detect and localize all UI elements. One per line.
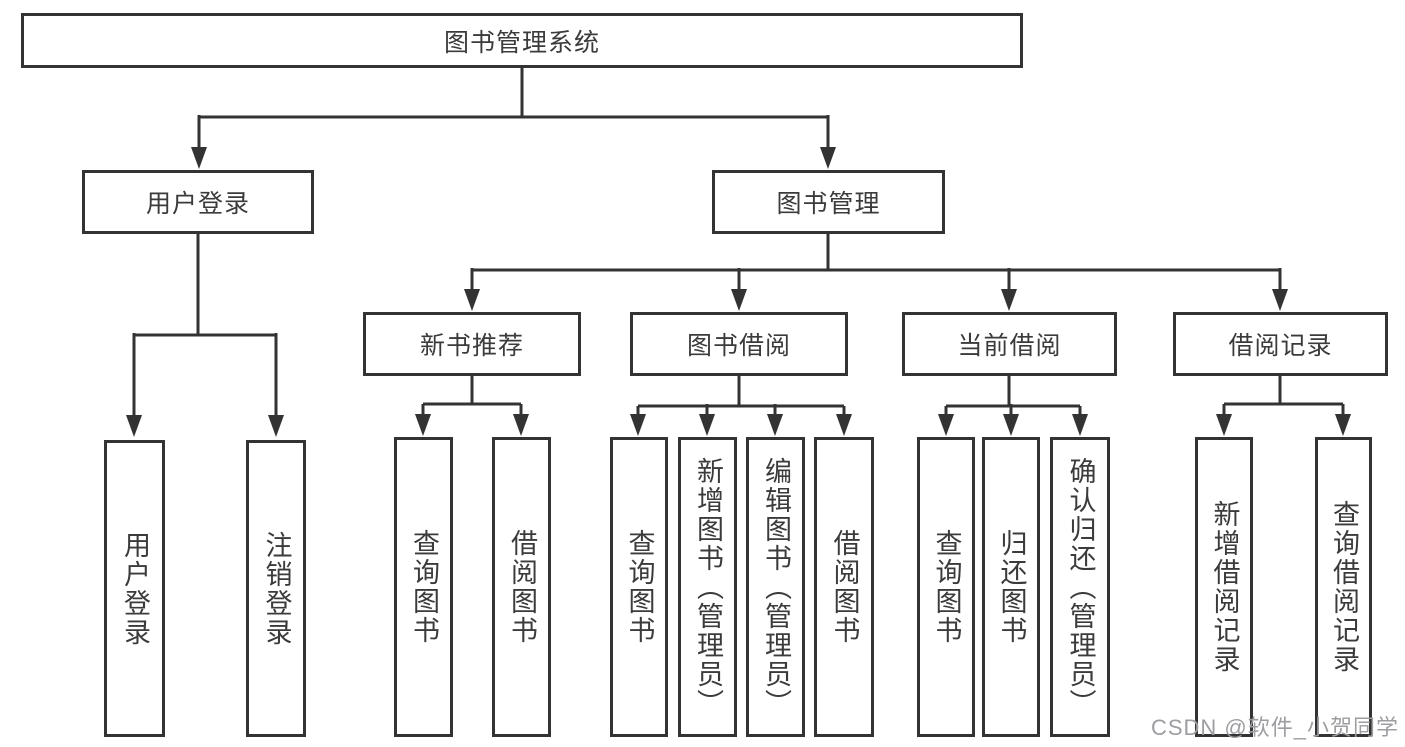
node-book-management: 图书管理 <box>712 170 945 234</box>
leaf-borrowing-borrow-books: 借阅图书 <box>814 437 874 737</box>
leaf-current-confirm-return-admin: 确认归还（管理员） <box>1050 437 1110 737</box>
node-book-borrowing: 图书借阅 <box>630 312 848 376</box>
node-new-book-recommend: 新书推荐 <box>363 312 581 376</box>
arrowheads <box>126 147 1351 437</box>
leaf-records-add-borrow-record: 新增借阅记录 <box>1195 437 1253 737</box>
leaf-borrowing-add-books-admin: 新增图书（管理员） <box>678 437 737 737</box>
leaf-newrec-query-books: 查询图书 <box>394 437 453 737</box>
leaf-logout: 注销登录 <box>246 440 306 737</box>
node-root-system: 图书管理系统 <box>21 13 1023 68</box>
csdn-watermark: CSDN @软件_小贺同学 <box>1150 715 1399 740</box>
leaf-newrec-borrow-books: 借阅图书 <box>492 437 551 737</box>
node-user-login: 用户登录 <box>82 170 314 234</box>
node-current-borrowing: 当前借阅 <box>902 312 1117 376</box>
leaf-records-query-borrow-record: 查询借阅记录 <box>1315 437 1372 737</box>
leaf-borrowing-edit-books-admin: 编辑图书（管理员） <box>746 437 805 737</box>
leaf-user-login: 用户登录 <box>104 440 165 737</box>
leaf-current-query-books: 查询图书 <box>917 437 975 737</box>
node-borrowing-records: 借阅记录 <box>1173 312 1388 376</box>
leaf-current-return-books: 归还图书 <box>982 437 1040 737</box>
leaf-borrowing-query-books: 查询图书 <box>610 437 668 737</box>
